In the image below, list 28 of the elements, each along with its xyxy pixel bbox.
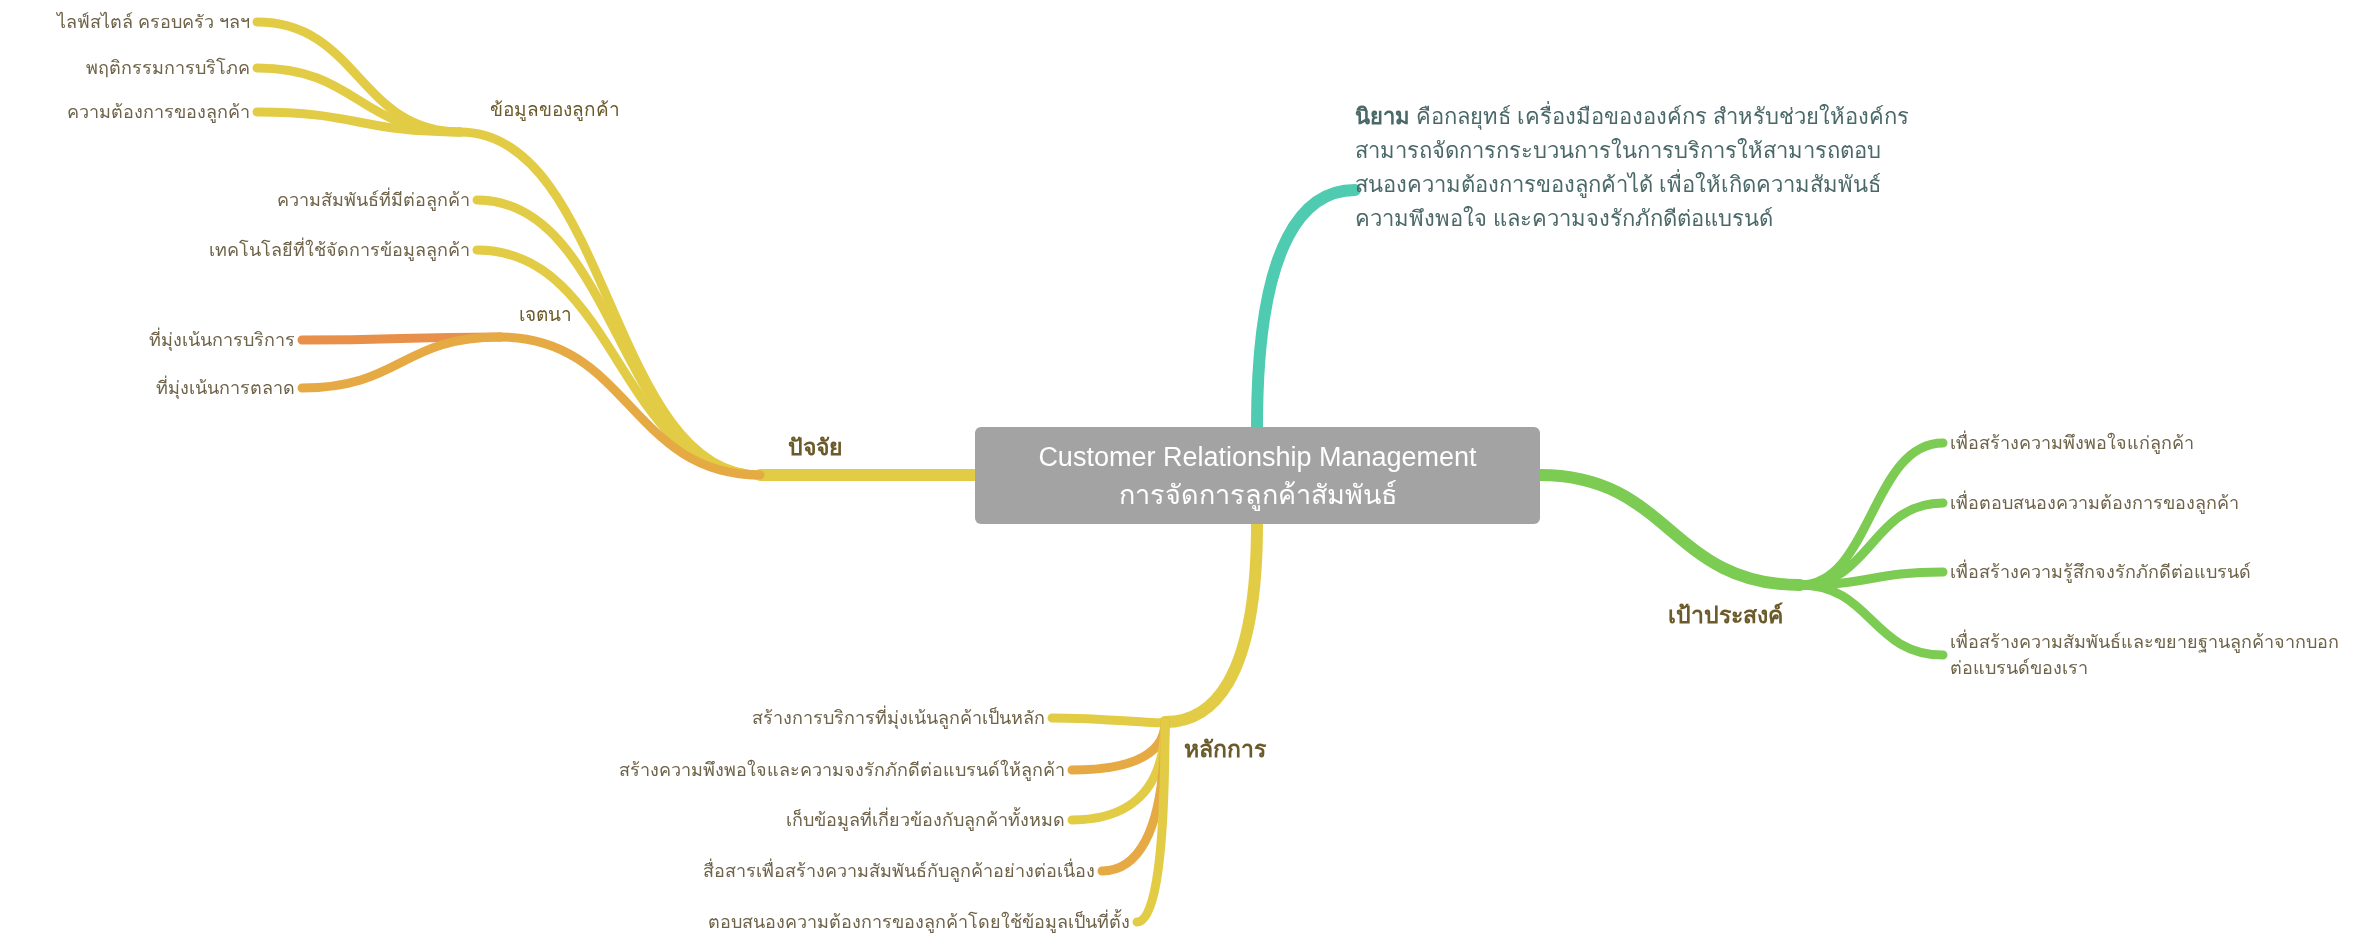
subtopic-text: สร้างการบริการที่มุ่งเน้นลูกค้าเป็นหลัก — [752, 705, 1045, 731]
branch-label: หลักการ — [1165, 722, 1285, 777]
subtopic-text: เพื่อสร้างความสัมพันธ์และขยายฐานลูกค้าจากบอกต่อแบรนด์ของเรา — [1950, 629, 2360, 681]
subtopic-text: เพื่อสร้างความรู้สึกจงรักภักดีต่อแบรนด์ — [1950, 559, 2251, 585]
branch-label: ข้อมูลของลูกค้า — [460, 88, 650, 132]
central-topic-title: Customer Relationship Management — [1038, 440, 1477, 474]
subtopic-text: เพื่อสร้างความพึงพอใจแก่ลูกค้า — [1950, 430, 2194, 456]
subtopic-text: สื่อสารเพื่อสร้างความสัมพันธ์กับลูกค้าอย่างต่อเนื่อง — [703, 858, 1095, 884]
subtopic-text: สร้างความพึงพอใจและความจงรักภักดีต่อแบรนด์ให้ลูกค้า — [619, 757, 1065, 783]
subtopic-text: ความสัมพันธ์ที่มีต่อลูกค้า — [277, 187, 470, 213]
subtopic-text: ที่มุ่งเน้นการบริการ — [149, 327, 295, 353]
central-topic-subtitle: การจัดการลูกค้าสัมพันธ์ — [1118, 478, 1397, 513]
branch-line — [1132, 717, 1170, 927]
subtopic-text: เก็บข้อมูลที่เกี่ยวข้องกับลูกค้าทั้งหมด — [786, 807, 1065, 833]
subtopic-text: ที่มุ่งเน้นการตลาด — [156, 375, 295, 401]
branch-label: ปัจจัย — [760, 420, 870, 475]
definition-text: นิยาม คือกลยุทธ์ เครื่องมือขององค์กร สำหรับช่วยให้องค์กรสามารถจัดการกระบวนการในการบริการให้สามารถตอบสนองความต้องการของลูกค้าได้ เพื่อให้เกิดความสัมพันธ์ ความพึงพอใจ และความจงรักภักดีต่อแบรนด์ — [1355, 100, 1925, 236]
branch-line — [297, 332, 505, 393]
subtopic-text: เพื่อตอบสนองความต้องการของลูกค้า — [1950, 490, 2239, 516]
central-topic-box — [975, 427, 1540, 524]
subtopic-text: พฤติกรรมการบริโภค — [86, 55, 250, 81]
branch-label: เป้าประสงค์ — [1650, 585, 1800, 645]
subtopic-text: ไลฟ์สไตล์ ครอบครัว ฯลฯ — [57, 9, 250, 35]
branch-line — [252, 107, 465, 137]
subtopic-text: ความต้องการของลูกค้า — [67, 99, 250, 125]
subtopic-text: เทคโนโลยีที่ใช้จัดการข้อมูลลูกค้า — [209, 237, 470, 263]
branch-label: เจตนา — [500, 293, 590, 337]
subtopic-text: ตอบสนองความต้องการของลูกค้าโดยใช้ข้อมูลเป็นที่ตั้ง — [708, 909, 1130, 935]
